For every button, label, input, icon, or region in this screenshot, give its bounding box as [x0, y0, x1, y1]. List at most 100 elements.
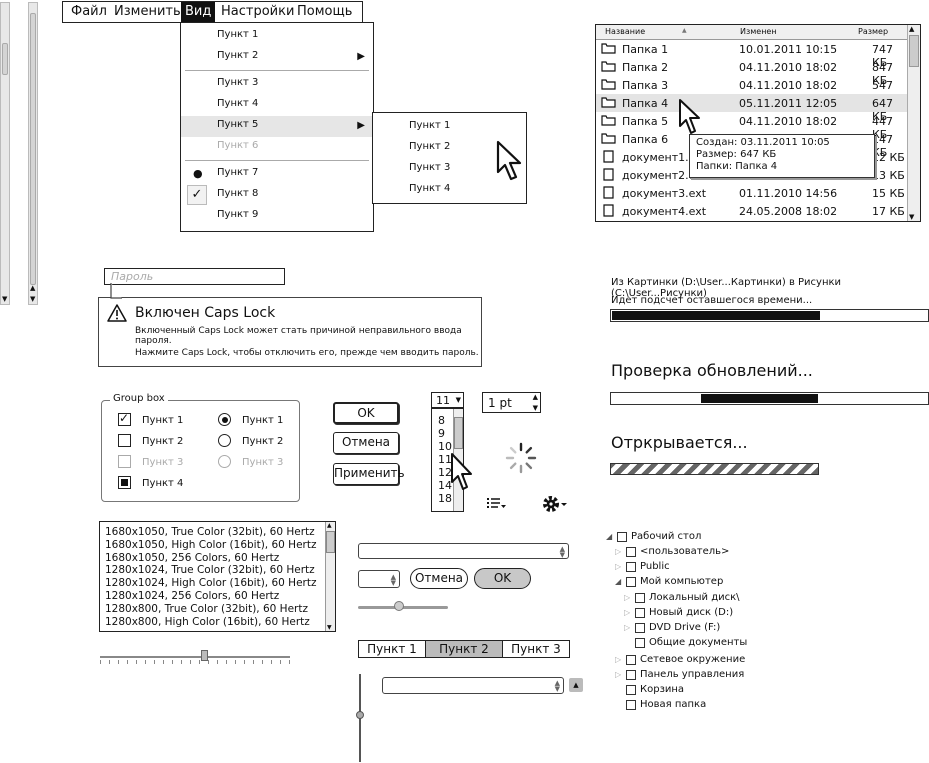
checkbox-4-indeterminate[interactable] [118, 476, 131, 489]
tree-checkbox[interactable] [635, 623, 645, 633]
resolution-scrollbar[interactable]: ▲ ▼ [325, 522, 335, 631]
cancel-round-button[interactable]: Отмена [410, 568, 468, 589]
small-up-button[interactable]: ▲ [569, 678, 583, 692]
menu-item-5[interactable]: Пункт 5▶ [181, 116, 373, 137]
scroll-up-arrow-icon[interactable]: ▲ [327, 522, 332, 529]
ok-round-button[interactable]: OK [474, 568, 531, 589]
tree-collapsed-icon[interactable]: ▷ [624, 593, 631, 602]
radio-1[interactable] [218, 413, 231, 426]
tree-item-label[interactable]: Public [640, 561, 670, 572]
tree-checkbox[interactable] [626, 655, 636, 665]
menu-item-8[interactable]: ✓ Пункт 8 [181, 185, 373, 206]
tree-collapsed-icon[interactable]: ▷ [615, 547, 622, 556]
ok-button[interactable]: OK [333, 402, 399, 424]
resolution-item[interactable]: 1280x1024, High Color (16bit), 60 Hertz [105, 577, 317, 590]
tab-1[interactable]: Пункт 1 [359, 641, 426, 657]
checkbox-2[interactable] [118, 434, 131, 447]
slider-thumb[interactable] [356, 711, 364, 719]
font-size-option[interactable]: 12 [438, 466, 452, 479]
list-options-icon[interactable] [486, 496, 508, 510]
tree-item-label[interactable]: Общие документы [649, 637, 748, 648]
tab-3[interactable]: Пункт 3 [511, 642, 561, 656]
tree-collapsed-icon[interactable]: ▷ [624, 623, 631, 632]
vertical-slider[interactable] [355, 674, 365, 762]
combo-box-wide[interactable]: ▲▼ [358, 543, 569, 559]
spin-up-icon[interactable]: ▲ [532, 393, 538, 401]
slider-thumb[interactable] [394, 601, 404, 611]
scroll-thumb[interactable] [909, 35, 919, 67]
submenu-item-1[interactable]: Пункт 1 [409, 120, 451, 131]
tree-checkbox[interactable] [626, 562, 636, 572]
font-size-option[interactable]: 10 [438, 440, 452, 453]
checkbox-1[interactable]: ✓ [118, 411, 131, 426]
line-width-spinner[interactable]: 1 pt ▲ ▼ [482, 392, 541, 413]
combo-box-small[interactable]: ▲▼ [358, 570, 400, 588]
tree-item-label[interactable]: Рабочий стол [631, 531, 702, 542]
tree-expanded-icon[interactable]: ◢ [615, 577, 622, 586]
scroll-down-arrow-icon[interactable]: ▼ [30, 295, 36, 303]
menu-item-2[interactable]: Пункт 2▶ [217, 50, 365, 62]
tree-checkbox[interactable] [635, 608, 645, 618]
menu-item-9[interactable]: Пункт 9 [217, 209, 259, 220]
tree-item-label[interactable]: Новая папка [640, 699, 707, 710]
tree-item-label[interactable]: DVD Drive (F:) [649, 622, 721, 633]
tree-checkbox[interactable] [626, 700, 636, 710]
submenu-item-4[interactable]: Пункт 4 [409, 183, 451, 194]
horizontal-slider[interactable] [100, 650, 290, 664]
resolution-item[interactable]: 1280x800, True Color (32bit), 60 Hertz [105, 602, 308, 615]
col-size-header[interactable]: Размер [858, 27, 889, 36]
spin-down-icon[interactable]: ▼ [532, 404, 538, 412]
left-scrollbar-2[interactable]: ▲ ▼ [28, 2, 38, 305]
resolution-item[interactable]: 1280x1024, True Color (32bit), 60 Hertz [105, 564, 315, 577]
menu-view[interactable]: Вид [181, 2, 216, 22]
menu-item-3[interactable]: Пункт 3 [217, 77, 259, 88]
scroll-down-arrow-icon[interactable]: ▼ [909, 213, 915, 221]
tree-expanded-icon[interactable]: ◢ [606, 532, 613, 541]
menu-help[interactable]: Помощь [297, 4, 353, 19]
submenu-item-3[interactable]: Пункт 3 [409, 162, 451, 173]
font-size-option[interactable]: 9 [438, 427, 445, 440]
apply-button[interactable]: Применить [333, 463, 405, 485]
small-slider[interactable] [358, 601, 448, 613]
resolution-item[interactable]: 1280x800, High Color (16bit), 60 Hertz [105, 615, 310, 628]
resolution-item[interactable]: 1680x1050, 256 Colors, 60 Hertz [105, 551, 280, 564]
font-size-option[interactable]: 18 [438, 492, 452, 505]
slider-thumb[interactable] [201, 650, 208, 661]
left-scrollbar-1[interactable]: ▼ [0, 2, 10, 305]
resolution-item[interactable]: 1280x1024, 256 Colors, 60 Hertz [105, 590, 280, 602]
tree-collapsed-icon[interactable]: ▷ [615, 655, 622, 664]
menu-item-4[interactable]: Пункт 4 [217, 98, 259, 109]
font-size-option[interactable]: 14 [438, 479, 452, 492]
tree-checkbox[interactable] [617, 532, 627, 542]
tree-item-label[interactable]: Сетевое окружение [640, 654, 746, 665]
tree-checkbox[interactable] [626, 547, 636, 557]
menu-edit[interactable]: Изменить [114, 4, 181, 19]
tree-item-label[interactable]: Новый диск (D:) [649, 607, 734, 618]
cancel-button[interactable]: Отмена [333, 432, 399, 454]
scroll-up-arrow-icon[interactable]: ▲ [30, 284, 36, 292]
resolution-item[interactable]: 1680x1050, High Color (16bit), 60 Hertz [105, 538, 317, 551]
font-size-option[interactable]: 8 [438, 414, 445, 427]
scroll-up-arrow-icon[interactable]: ▲ [909, 25, 915, 33]
tree-checkbox[interactable] [626, 577, 636, 587]
tree-collapsed-icon[interactable]: ▷ [624, 608, 631, 617]
menu-settings[interactable]: Настройки [221, 4, 295, 19]
tree-checkbox[interactable] [635, 593, 645, 603]
tree-collapsed-icon[interactable]: ▷ [615, 562, 622, 571]
menu-file[interactable]: Файл [71, 4, 107, 19]
table-scrollbar[interactable]: ▲ ▼ [907, 25, 920, 221]
scroll-down-arrow-icon[interactable]: ▼ [327, 624, 332, 631]
tab-2[interactable]: Пункт 2 [426, 641, 503, 657]
font-size-combo[interactable]: 11 ▼ [431, 392, 464, 408]
submenu-item-2[interactable]: Пункт 2 [409, 141, 451, 152]
tree-item-label[interactable]: <пользователь> [640, 546, 730, 557]
password-field[interactable]: Пароль [104, 268, 285, 285]
combo-box-bottom[interactable]: ▲▼ [382, 677, 564, 694]
